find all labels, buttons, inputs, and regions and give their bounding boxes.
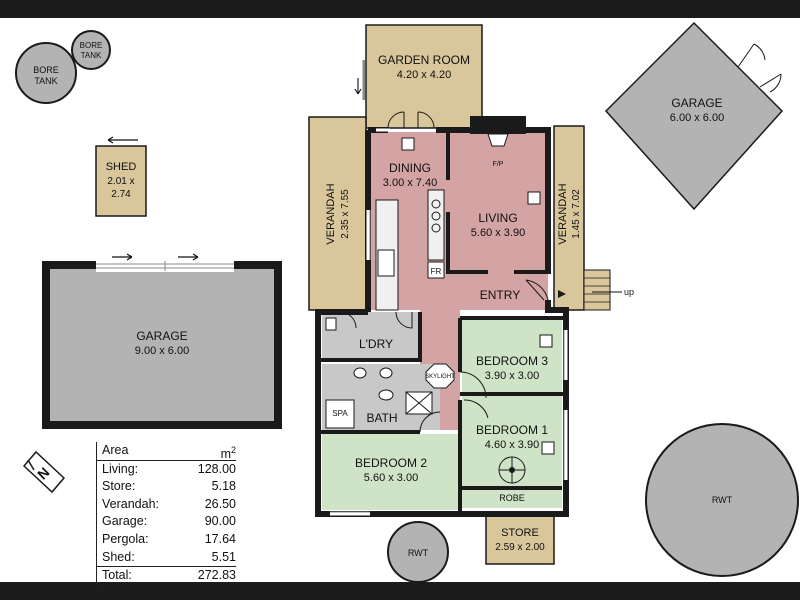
entry-arrow-icon [558,290,566,298]
doors [339,279,549,433]
area-total-value: 272.83 [197,568,236,583]
shed-dims-line1: 2.01 x [107,176,134,187]
laundry [322,312,420,360]
verandah-right-name: VERANDAH [557,183,569,244]
area-header-label: Area [102,443,129,457]
area-table-header: Area m2 [96,442,236,461]
area-row: Verandah: 26.50 [96,496,236,514]
area-row-label: Store: [102,479,136,494]
garden-room-dims: 4.20 x 4.20 [397,69,451,81]
area-header-unit: m2 [220,442,236,462]
internal-walls [318,130,566,514]
area-row-value: 5.51 [211,549,236,564]
garage-left: GARAGE 9.00 x 6.00 [42,253,282,429]
verandah-right-dims: 1.45 x 7.02 [571,189,582,239]
area-row-label: Verandah: [102,496,159,511]
bore-tank-large: BORE TANK [15,42,77,104]
area-row: Pergola: 17.64 [96,531,236,549]
area-row: Living: 128.00 [96,461,236,479]
top-border-bar [0,0,800,18]
verandah-left-name: VERANDAH [325,183,337,244]
steps-up-label: up [624,287,634,297]
garden-room: GARDEN ROOM 4.20 x 4.20 [354,24,483,129]
area-row-value: 128.00 [197,461,236,476]
living-dims: 5.60 x 3.90 [471,227,525,239]
area-row-label: Pergola: [102,531,149,546]
fireplace-label: F/P [493,161,504,168]
area-unit-exponent: 2 [230,445,236,455]
rwt-small-label: RWT [408,548,429,558]
bedroom2-name: BEDROOM 2 [355,456,427,470]
bath-label: BATH [366,411,397,425]
windows [330,128,568,516]
bedroom3-dims: 3.90 x 3.00 [485,370,539,382]
bedroom-2 [322,434,460,510]
garage-right-name: GARAGE [671,96,722,110]
bottom-border-bar [0,582,800,600]
verandah-right: VERANDAH 1.45 x 7.02 [553,125,585,311]
garage-right: GARAGE 6.00 x 6.00 [604,21,784,211]
area-unit: m [220,447,231,462]
area-row: Shed: 5.51 [96,549,236,567]
fireplace: F/P [470,116,526,168]
bore-tank-large-label1: BORE [33,65,59,75]
bathroom-fixtures: SPA [325,317,433,429]
bore-tank-small-label1: BORE [80,41,103,50]
verandah-left: VERANDAH 2.35 x 7.55 [308,116,367,311]
kitchen: FR [375,189,445,311]
rwt-small: RWT [387,521,449,583]
area-row-value: 17.64 [204,531,236,546]
area-row: Garage: 90.00 [96,513,236,531]
bore-tank-small: BORE TANK [71,30,111,70]
laundry-label: L'DRY [359,337,393,351]
shed-name: SHED [106,161,137,173]
compass-icon: N [22,450,66,494]
skylight: SKYLIGHT [425,363,455,389]
shed-dims-line2: 2.74 [111,189,131,200]
area-row: Store: 5.18 [96,478,236,496]
bore-tank-large-label2: TANK [34,76,57,86]
garage-left-name: GARAGE [136,329,187,343]
rwt-large-label: RWT [712,495,733,505]
area-table-rows: Living:128.00 Store:5.18 Verandah:26.50 … [96,461,236,567]
fridge-label: FR [431,267,442,276]
robe-label: ROBE [499,493,525,503]
verandah-left-dims: 2.35 x 7.55 [340,189,351,239]
area-row-label: Garage: [102,514,148,529]
ceiling-fan-icon [498,456,526,484]
area-row-value: 26.50 [204,496,236,511]
garage-right-dims: 6.00 x 6.00 [670,112,724,124]
rwt-large: RWT [645,423,799,577]
entry-label: ENTRY [480,288,520,302]
garage-left-dims: 9.00 x 6.00 [135,345,189,357]
window-frames [330,210,565,513]
bedroom1-name: BEDROOM 1 [476,423,548,437]
area-total-row: Total: 272.83 [96,566,236,585]
dining-dims: 3.00 x 7.40 [383,177,437,189]
garden-room-name: GARDEN ROOM [378,53,470,67]
area-row-label: Shed: [102,549,135,564]
shed: SHED 2.01 x 2.74 [95,136,147,217]
area-total-label: Total: [102,568,132,583]
entry-steps: up [583,269,634,311]
store: STORE 2.59 x 2.00 [485,515,555,565]
dining-name: DINING [389,161,431,175]
store-dims: 2.59 x 2.00 [495,542,545,553]
area-table-rule [96,442,97,585]
bedroom2-dims: 5.60 x 3.00 [364,472,418,484]
skylight-label: SKYLIGHT [425,374,455,380]
bedroom3-name: BEDROOM 3 [476,354,548,368]
area-row-value: 5.18 [211,479,236,494]
living-name: LIVING [478,211,517,225]
bedroom1-dims: 4.60 x 3.90 [485,439,539,451]
light-fixtures [401,137,555,455]
spa-label: SPA [332,409,348,418]
store-name: STORE [501,527,539,539]
area-table: Area m2 Living: 128.00 Store: 5.18 Veranda… [96,442,236,585]
area-row-label: Living: [102,461,139,476]
bore-tank-small-label2: TANK [81,51,102,60]
area-row-value: 90.00 [204,514,236,529]
